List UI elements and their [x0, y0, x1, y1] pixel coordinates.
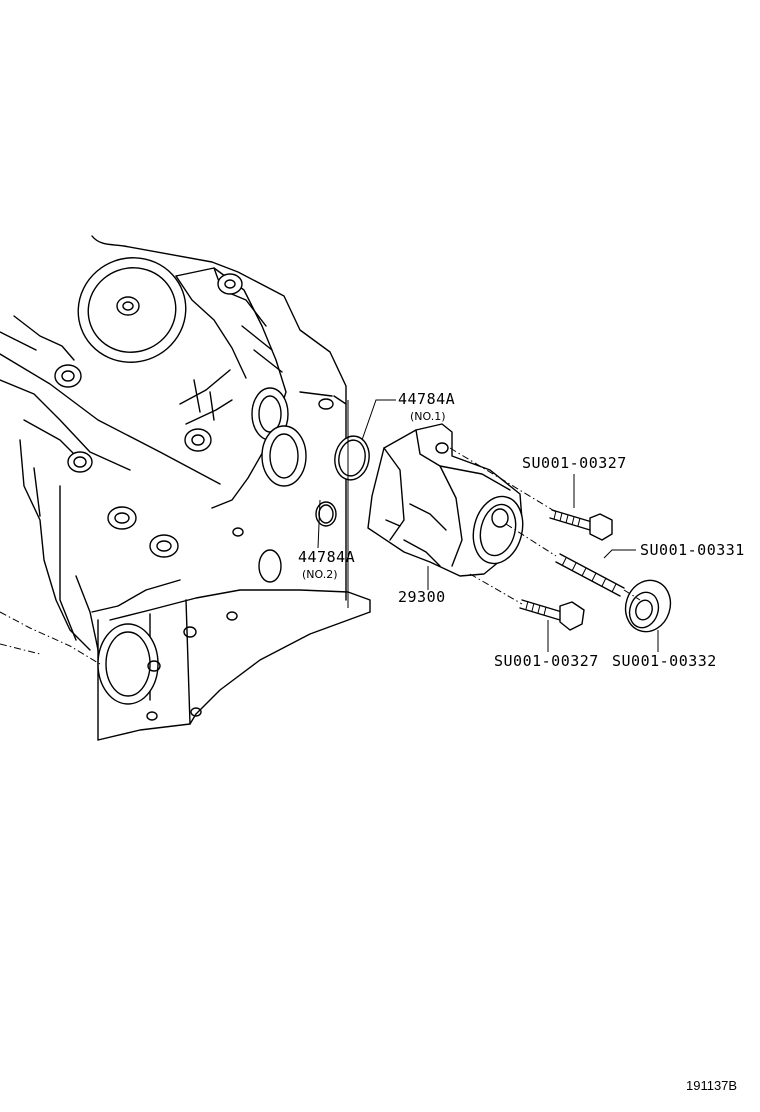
- stud-bolt: [555, 553, 625, 597]
- diagram-id: 191137B: [686, 1078, 738, 1093]
- callout-bolt-upper-part[interactable]: SU001-00327: [522, 454, 627, 472]
- leader-lines: [317, 399, 659, 652]
- callout-bolt-lower-part[interactable]: SU001-00327: [494, 652, 599, 670]
- nut-washer: [624, 579, 672, 633]
- callout-gasket-no1-note: (NO.1): [410, 410, 446, 423]
- assembly-lines: [449, 447, 641, 605]
- callout-stud-bolt-part[interactable]: SU001-00331: [640, 541, 745, 559]
- callout-gasket-no2-part[interactable]: 44784A: [298, 548, 356, 566]
- engine-block: [0, 235, 371, 741]
- bolt-upper: [549, 509, 613, 541]
- callout-gasket-no1-part[interactable]: 44784A: [398, 390, 456, 408]
- water-pump: [367, 423, 524, 577]
- callout-gasket-no2-note: (NO.2): [302, 568, 338, 581]
- gasket-no2-ring: [315, 501, 337, 527]
- callout-nut-part[interactable]: SU001-00332: [611, 652, 717, 670]
- bolt-lower: [519, 599, 585, 631]
- gasket-no1-ring: [334, 435, 370, 481]
- callout-pump-part[interactable]: 29300: [398, 588, 446, 606]
